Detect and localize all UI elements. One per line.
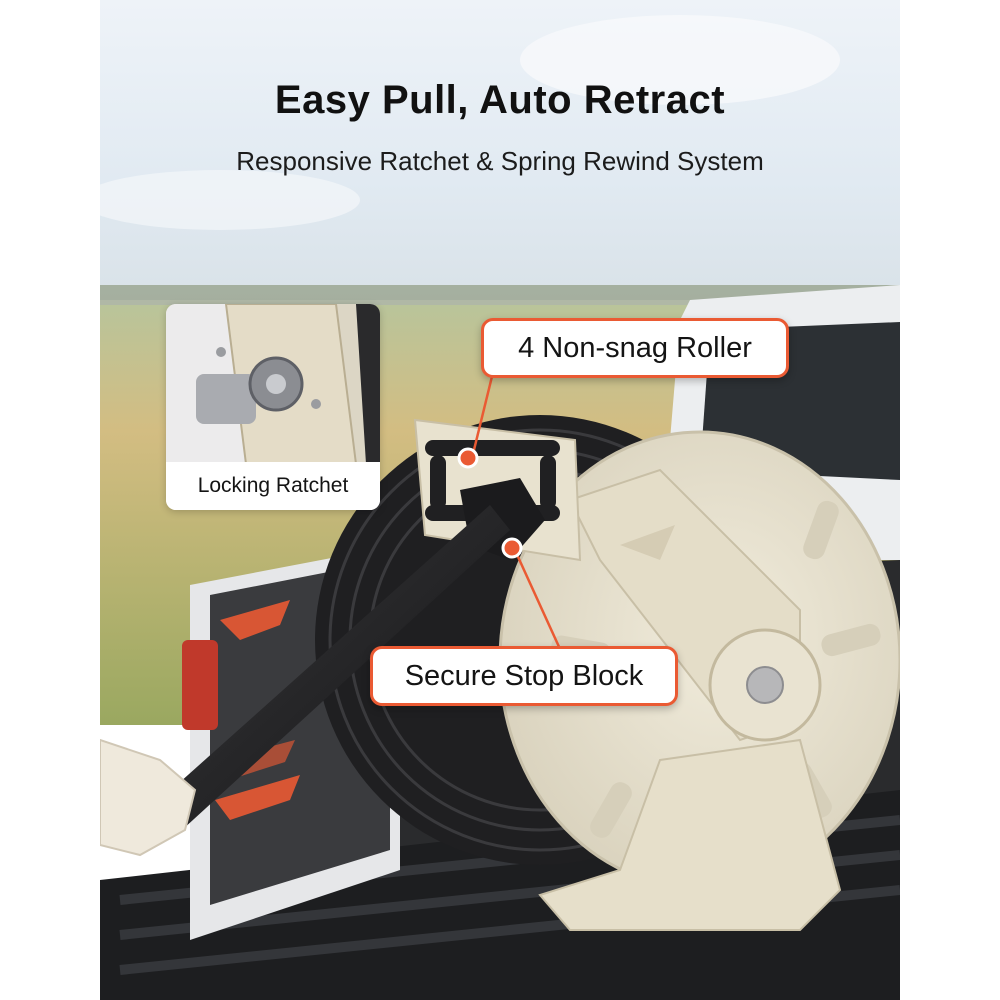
roller-hotspot <box>457 447 479 469</box>
cloud <box>100 170 360 230</box>
roller-callout: 4 Non-snag Roller <box>481 318 789 378</box>
subheadline: Responsive Ratchet & Spring Rewind Syste… <box>236 146 764 176</box>
tail-light <box>182 640 218 730</box>
roller-top <box>425 440 560 456</box>
ratchet-label: Locking Ratchet <box>166 462 380 510</box>
stop-block-leader-line <box>512 547 567 661</box>
extended-hose <box>160 505 510 830</box>
roller-right <box>540 455 556 510</box>
roller-left <box>430 455 446 510</box>
hub-bolt <box>746 666 784 704</box>
stop-block-callout: Secure Stop Block <box>370 646 678 706</box>
reel-base-stand <box>538 738 842 931</box>
stop-block-hotspot <box>501 537 523 559</box>
cloud <box>520 15 840 105</box>
ratchet-pawl <box>196 374 256 424</box>
headline: Easy Pull, Auto Retract <box>274 78 726 122</box>
gloved-hand <box>100 738 197 857</box>
ratchet-closeup <box>166 304 380 465</box>
arrow-emboss <box>620 525 675 560</box>
ratchet-inset: Locking Ratchet <box>166 304 380 510</box>
